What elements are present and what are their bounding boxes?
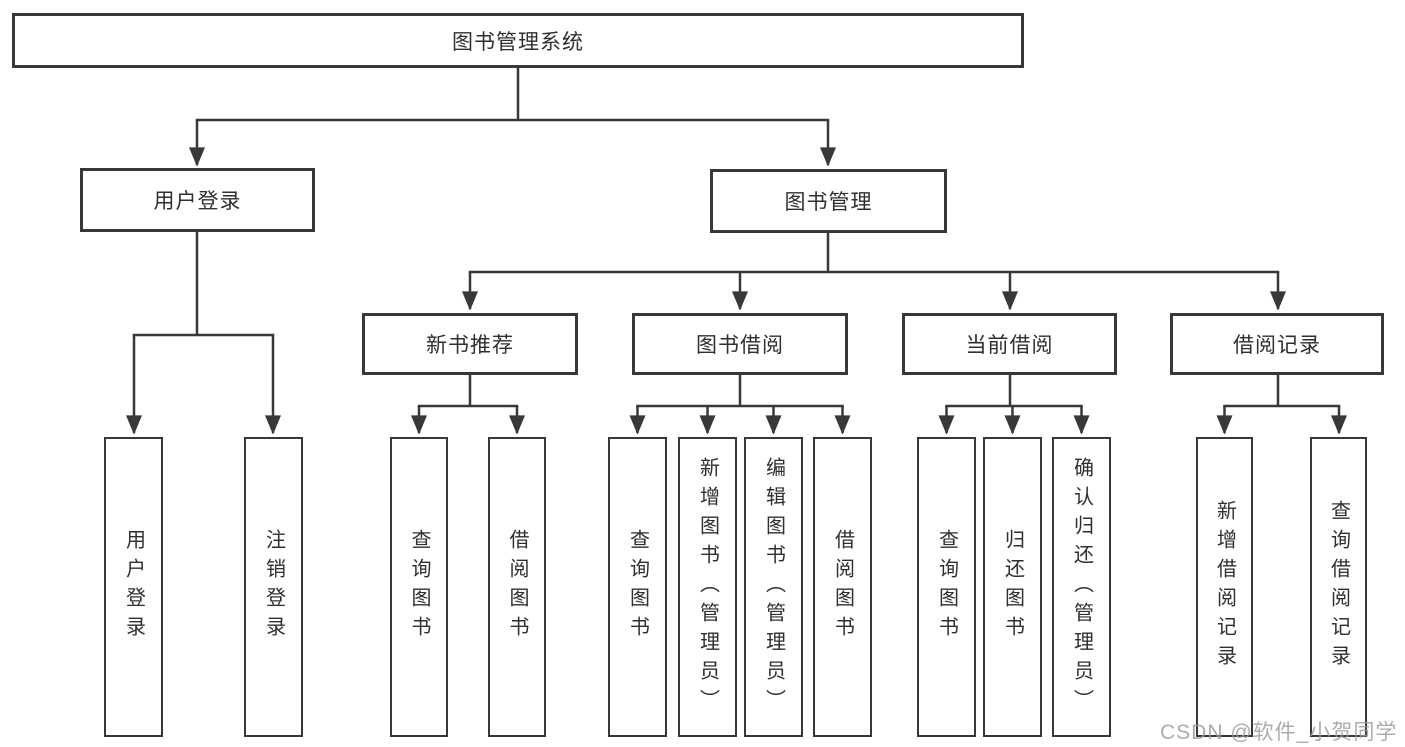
node-book-management: 图书管理	[710, 169, 947, 233]
node-label: 查询图书	[408, 529, 430, 645]
leaf-confirm-return-admin: 确认归还（管理员）	[1052, 437, 1111, 737]
leaf-query-books-1: 查询图书	[390, 437, 448, 737]
node-label: 图书管理系统	[452, 30, 584, 54]
node-label: 新增借阅记录	[1213, 500, 1236, 674]
node-label: 确认归还（管理员）	[1070, 456, 1093, 718]
node-current-borrowing: 当前借阅	[902, 313, 1117, 375]
leaf-query-books-2: 查询图书	[608, 437, 667, 737]
node-label: 新增图书（管理员）	[696, 456, 719, 718]
node-label: 新书推荐	[426, 334, 514, 357]
leaf-logout: 注销登录	[244, 437, 303, 737]
leaf-query-books-3: 查询图书	[917, 437, 976, 737]
node-label: 借阅图书	[831, 529, 854, 645]
node-label: 借阅图书	[506, 529, 528, 645]
leaf-add-books-admin: 新增图书（管理员）	[678, 437, 737, 737]
node-borrowing-records: 借阅记录	[1170, 313, 1384, 375]
node-label: 查询借阅记录	[1327, 500, 1350, 674]
leaf-borrow-books-2: 借阅图书	[813, 437, 872, 737]
node-user-login: 用户登录	[80, 168, 315, 232]
leaf-borrow-books-1: 借阅图书	[488, 437, 546, 737]
node-label: 归还图书	[1001, 529, 1024, 645]
node-label: 查询图书	[935, 529, 958, 645]
node-label: 用户登录	[122, 529, 145, 645]
node-label: 当前借阅	[965, 334, 1054, 357]
leaf-user-login: 用户登录	[104, 437, 163, 737]
node-library-system: 图书管理系统	[12, 13, 1024, 68]
node-label: 图书管理	[784, 191, 873, 214]
leaf-return-books: 归还图书	[983, 437, 1042, 737]
node-label: 注销登录	[262, 529, 285, 645]
leaf-query-borrow-record: 查询借阅记录	[1310, 437, 1367, 737]
node-label: 借阅记录	[1233, 334, 1321, 357]
leaf-edit-books-admin: 编辑图书（管理员）	[744, 437, 803, 737]
node-label: 查询图书	[626, 529, 649, 645]
node-label: 编辑图书（管理员）	[762, 456, 785, 718]
leaf-add-borrow-record: 新增借阅记录	[1196, 437, 1253, 737]
node-book-borrowing: 图书借阅	[632, 313, 848, 375]
csdn-watermark: CSDN @软件_小贺同学	[1160, 721, 1398, 744]
node-label: 用户登录	[153, 190, 242, 213]
node-label: 图书借阅	[696, 334, 784, 357]
node-new-book-recommend: 新书推荐	[362, 313, 578, 375]
